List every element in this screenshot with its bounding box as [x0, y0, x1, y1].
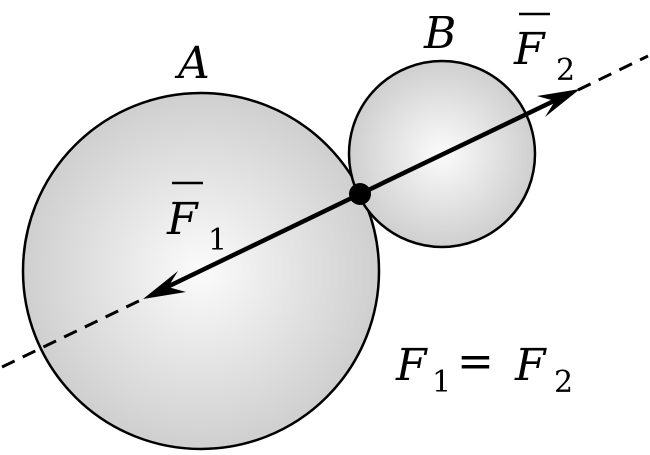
equation-operator: = [457, 336, 494, 387]
line-of-action-upper [577, 54, 649, 92]
label-b: B [423, 8, 456, 59]
label-a: A [174, 38, 210, 89]
force-f1-symbol: F [166, 194, 199, 245]
force-f1-shaft [164, 191, 361, 291]
equation-lhs-symbol: F [395, 340, 428, 391]
equation-rhs-symbol: F [514, 340, 547, 391]
contact-point [349, 183, 371, 205]
equation: F 1 = F 2 [395, 336, 573, 400]
force-f2-shaft [359, 96, 559, 197]
force-f2-arrowhead [537, 89, 580, 117]
line-of-action-lower [1, 296, 146, 369]
force-f1-arrowhead [143, 271, 186, 299]
equation-rhs-subscript: 2 [554, 365, 573, 400]
force-f2-symbol: F [513, 24, 546, 75]
equation-lhs-subscript: 1 [432, 365, 451, 400]
force-f2-subscript: 2 [556, 53, 575, 88]
force-f1-subscript: 1 [208, 223, 227, 258]
